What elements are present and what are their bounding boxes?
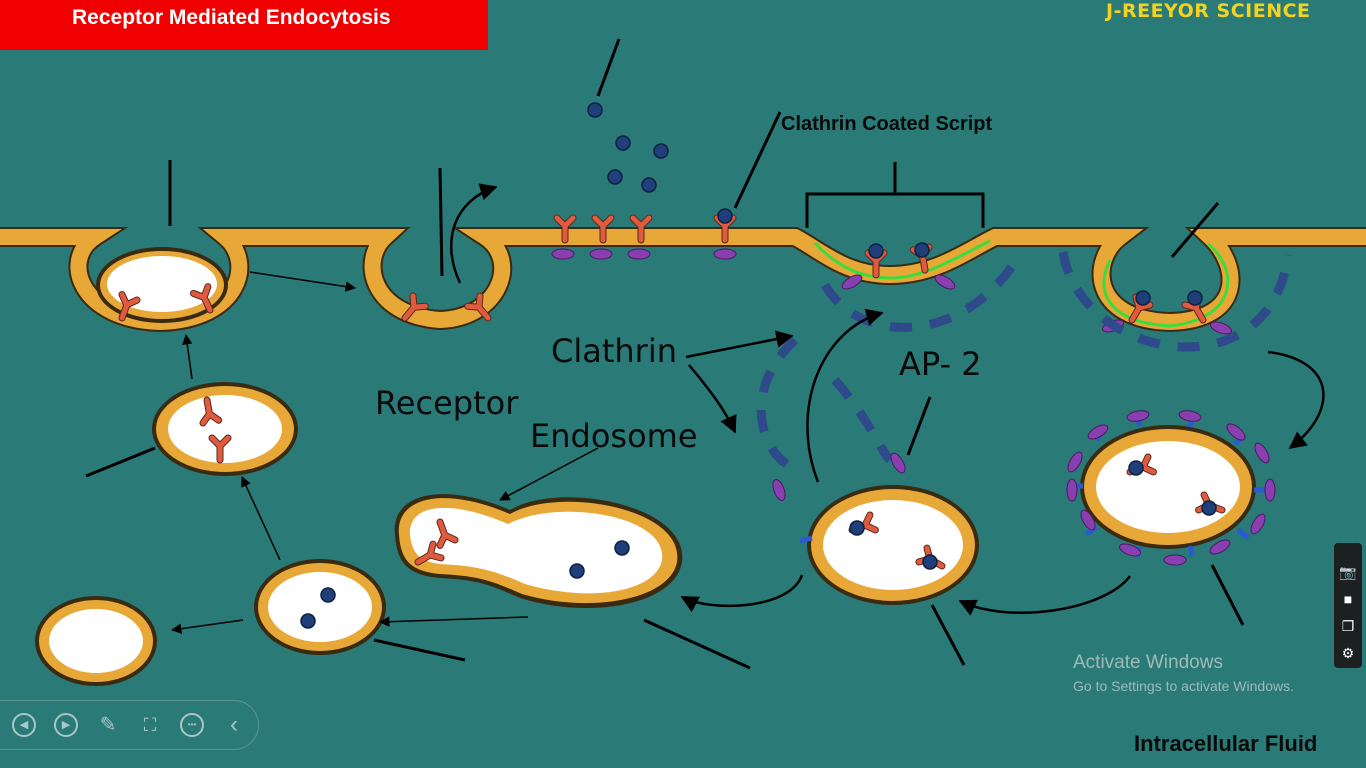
collapse-toolbar-icon[interactable]: ‹ [230,711,238,738]
empty-vesicle [35,596,157,686]
zoom-icon[interactable]: ⛶ [143,715,157,735]
watermark-subtitle: Go to Settings to activate Windows. [1073,678,1294,694]
ap2-particle [770,477,788,503]
sorting-vesicle [254,559,386,655]
ap2-particle [887,450,909,476]
label-ap2: AP- 2 [899,345,982,383]
pointer-lines [85,38,1245,670]
label-clathrin-coated-script: Clathrin Coated Script [781,113,993,135]
clathrin-arcs [756,251,1293,475]
process-arrows [170,271,599,634]
next-slide-icon[interactable]: ▶ [54,713,78,737]
clathrin-coat-shallow [813,239,991,280]
watermark-title: Activate Windows [1073,652,1223,673]
settings-icon[interactable]: ⚙ [1341,645,1355,661]
clathrin-coat-deep [1102,242,1230,328]
label-clathrin: Clathrin [551,332,677,370]
activate-windows-watermark: Activate Windows Go to Settings to activ… [1073,652,1294,694]
label-receptor: Receptor [375,384,519,422]
endosome [394,494,683,609]
pen-icon[interactable]: ✎ [99,714,117,736]
previous-slide-icon[interactable]: ◀ [12,713,36,737]
coated-vesicle [1064,408,1276,566]
label-endosome: Endosome [530,417,698,455]
camera-icon[interactable]: 📷 [1339,564,1357,580]
curved-arrows [450,183,1325,616]
brand-logo-text: J-REEYOR SCIENCE [1106,0,1311,22]
uncoated-vesicle [799,485,979,605]
slideshow-toolbar: ◀ ▶ ✎ ⛶ ••• ‹ [0,700,259,750]
budding-vesicle-left [96,247,228,323]
label-intracellular-fluid: Intracellular Fluid [1134,731,1318,756]
recycling-vesicle [152,382,298,476]
capture-side-panel: 📷 ■ ❐ ⚙ [1334,543,1362,668]
title-banner: Receptor Mediated Endocytosis [0,0,488,50]
slide-title: Receptor Mediated Endocytosis [72,6,391,29]
free-ligands [587,102,669,193]
video-icon[interactable]: ■ [1343,591,1353,607]
copy-icon[interactable]: ❐ [1341,618,1355,634]
more-options-icon[interactable]: ••• [180,713,204,737]
